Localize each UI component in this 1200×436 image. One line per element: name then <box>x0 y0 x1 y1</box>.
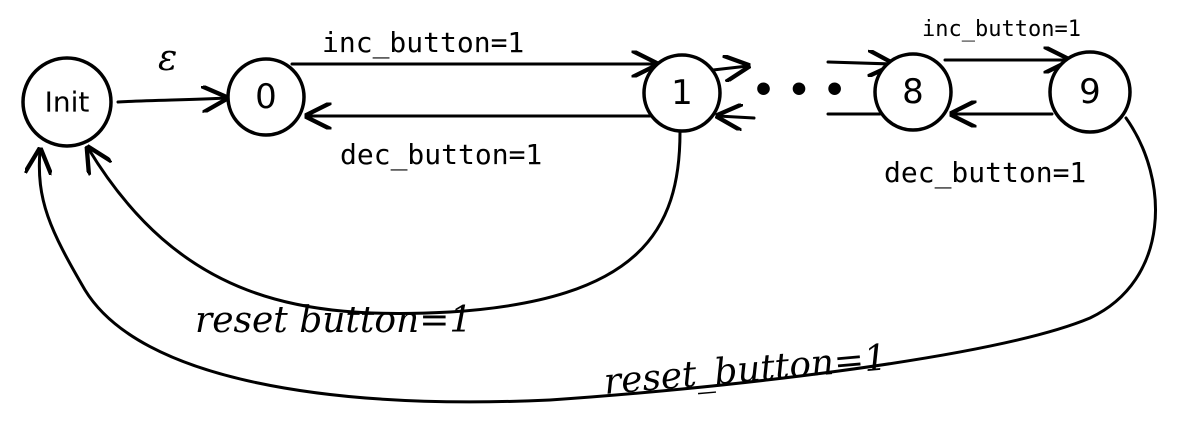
label-reset-9: reset_button=1 <box>602 337 888 403</box>
state-0-label: 0 <box>255 77 277 117</box>
label-reset-1: reset button=1 <box>195 300 472 341</box>
edge-ellipsis-to-1 <box>718 116 756 118</box>
state-0: 0 <box>226 57 306 137</box>
edge-ellipsis-to-8 <box>826 62 892 64</box>
edge-9-to-init-reset <box>39 116 1157 404</box>
state-init: Init <box>21 56 113 148</box>
label-epsilon: ε <box>158 38 177 79</box>
label-inc-8-9: inc_button=1 <box>922 17 1081 42</box>
state-9-label: 9 <box>1079 72 1101 112</box>
ellipsis-dots: • • • <box>752 70 846 111</box>
state-1: 1 <box>642 53 722 133</box>
label-dec-1-0: dec_button=1 <box>340 138 542 172</box>
state-8: 8 <box>873 52 953 132</box>
edge-init-to-0 <box>116 98 226 102</box>
edge-1-to-ellipsis <box>711 66 748 70</box>
edge-1-to-init-reset <box>88 130 682 315</box>
label-inc-0-1: inc_button=1 <box>322 26 524 60</box>
state-1-label: 1 <box>671 73 693 113</box>
label-dec-9-8: dec_button=1 <box>884 156 1086 190</box>
state-init-label: Init <box>45 86 90 119</box>
state-9: 9 <box>1048 50 1132 134</box>
state-8-label: 8 <box>902 72 924 112</box>
